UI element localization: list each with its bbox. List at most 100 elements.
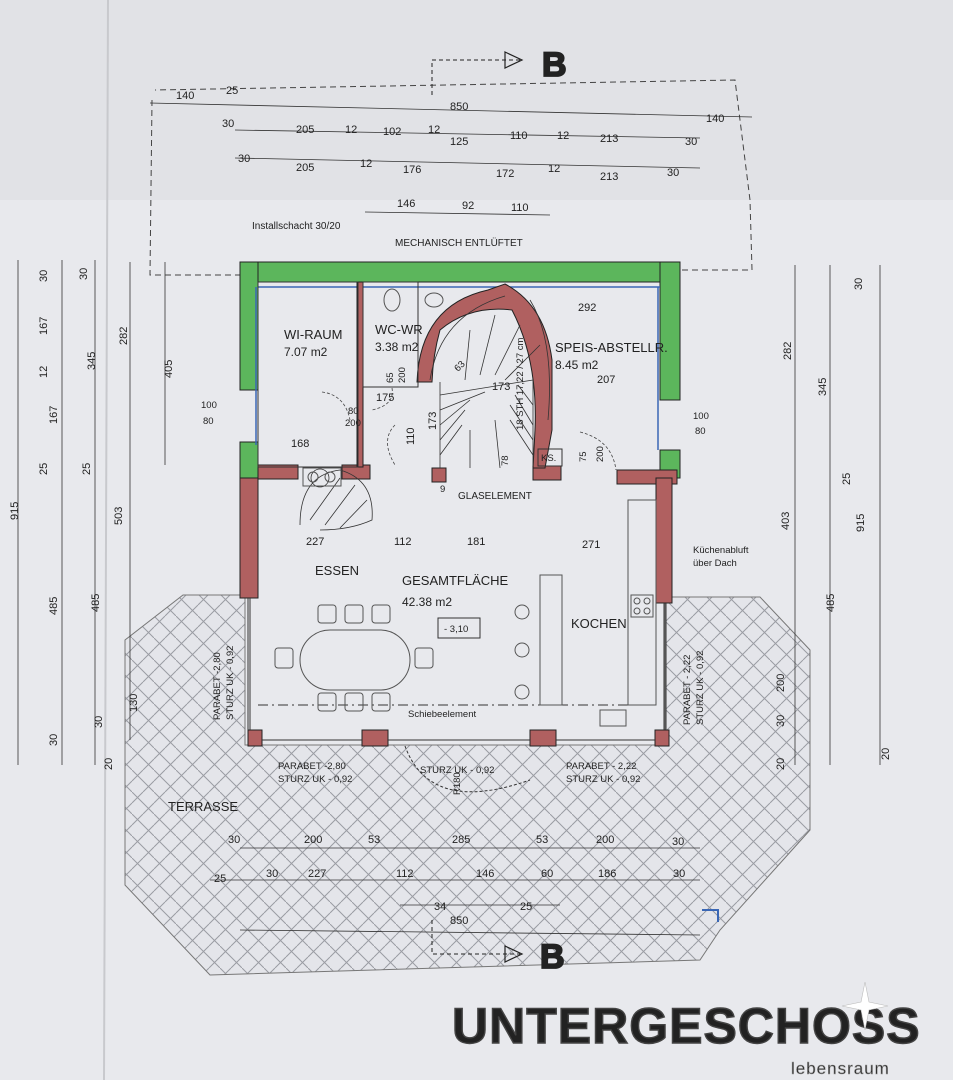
room-essen-name: ESSEN [315, 563, 359, 578]
dim-top-r2-3: 102 [383, 126, 401, 138]
label-parabet-bl: PARABET -2,80 [278, 761, 346, 772]
section-label-top: B [542, 46, 567, 84]
ks-box [537, 448, 563, 467]
label-level: - 3,10 [444, 624, 468, 635]
bottom-dimension-lines [210, 847, 701, 936]
label-kuechenabluft-1: Küchenabluft [693, 545, 749, 556]
dim-inner-173a: 173 [492, 381, 510, 393]
dim-right-r3-4: 20 [775, 758, 787, 770]
label-parabet-br: PARABET - 2,22 [566, 761, 636, 772]
room-wc-area: 3.38 m2 [375, 340, 419, 354]
dim-left-outer-0: 915 [9, 502, 21, 520]
section-marker-top: B [431, 45, 567, 95]
label-schiebeelement: Schiebeelement [408, 709, 476, 720]
dim-top-r2-9: 30 [685, 136, 697, 148]
brand-logo-text: lebensraum [791, 1059, 890, 1078]
dim-inner-200b: 200 [345, 418, 361, 429]
dim-top-r3-1: 205 [296, 162, 314, 174]
dim-bottom-r1-2: 53 [368, 834, 380, 846]
label-sturz-bl: STURZ UK - 0,92 [278, 774, 352, 785]
left-dimension-lines [17, 260, 166, 765]
dim-top-r2-6: 110 [510, 130, 528, 142]
dim-inner-207: 207 [597, 374, 615, 386]
dim-left-window-0: 100 [201, 400, 217, 411]
dim-inner-292: 292 [578, 302, 596, 314]
dim-left-window-1: 80 [203, 416, 214, 427]
dim-bottom-r1-6: 30 [672, 836, 684, 848]
label-parabet-left: PARABET -2,80 [212, 652, 223, 720]
dim-left-r2-7: 20 [103, 758, 115, 770]
dim-left-r5-0: 405 [163, 360, 175, 378]
dim-left-r4-1: 503 [113, 507, 125, 525]
dim-left-r2-3: 167 [48, 406, 60, 424]
corner-mark [702, 909, 719, 922]
dim-left-r3-0: 30 [78, 268, 90, 280]
dim-right-r2-1: 345 [817, 378, 829, 396]
dim-inner-65: 65 [385, 372, 396, 383]
dim-left-r3-4: 30 [93, 716, 105, 728]
dim-top-r3-6: 213 [600, 171, 618, 183]
brand-star-icon [841, 981, 889, 1031]
paper-fold [103, 0, 109, 1080]
dim-left-r3-2: 25 [81, 463, 93, 475]
dim-right-r3-3: 30 [775, 715, 787, 727]
right-dimension-lines [794, 265, 881, 765]
label-installschacht: Installschacht 30/20 [252, 221, 341, 232]
dim-left-r2-2: 12 [38, 366, 50, 378]
room-gesamt-name: GESAMTFLÄCHE [402, 573, 509, 588]
room-wi-raum-name: WI-RAUM [284, 327, 343, 342]
dim-bottom-r1-0: 30 [228, 834, 240, 846]
dim-left-r3-3: 485 [90, 594, 102, 612]
dim-right-r2-2: 25 [841, 473, 853, 485]
label-stair: 18 STH 17,22 / 27 cm [515, 338, 526, 430]
dim-inner-200c: 200 [595, 446, 606, 462]
dim-top-r2-5: 125 [450, 136, 468, 148]
dim-inner-112: 112 [394, 536, 412, 548]
dim-inner-75: 75 [578, 451, 589, 462]
dim-bottom-r2-4: 146 [476, 868, 494, 880]
dim-top-r4-2: 110 [511, 202, 529, 214]
dim-bottom-r2-1: 30 [266, 868, 278, 880]
label-mechanisch: MECHANISCH ENTLÜFTET [395, 237, 523, 249]
dim-bottom-r2-7: 30 [673, 868, 685, 880]
dim-top-r2-8: 213 [600, 133, 618, 145]
level-box [437, 617, 481, 639]
plan-title: UNTERGESCHOSS [452, 998, 921, 1054]
dim-inner-168: 168 [291, 438, 309, 450]
dim-top-r1-0: 140 [176, 90, 194, 102]
room-terrasse-name: TERRASSE [168, 799, 238, 814]
dim-top-r3-4: 172 [496, 168, 514, 180]
label-sturz-right: STURZ UK - 0,92 [695, 651, 706, 725]
dim-left-r2-5: 485 [48, 597, 60, 615]
dim-bottom-r1-1: 200 [304, 834, 322, 846]
room-speis-area: 8.45 m2 [555, 358, 599, 372]
room-wi-raum-area: 7.07 m2 [284, 345, 328, 359]
dim-top-r1-3: 140 [706, 113, 724, 125]
label-kuechenabluft-2: über Dach [693, 558, 737, 569]
dim-bottom-r2-3: 112 [396, 868, 414, 880]
upper-floor-outline [149, 79, 753, 276]
spiral-stair [429, 295, 550, 469]
dim-bottom-r3-0: 34 [434, 901, 446, 913]
dim-right-r3-0: 282 [782, 342, 794, 360]
dim-top-r2-4: 12 [428, 124, 440, 136]
paper-top-band [0, 0, 953, 200]
dim-left-r3-1: 345 [86, 352, 98, 370]
top-dimension-lines [149, 102, 753, 216]
dim-top-r2-0: 30 [222, 118, 234, 130]
dim-right-r2-3: 485 [825, 594, 837, 612]
dim-bottom-r2-2: 227 [308, 868, 326, 880]
wc-fixtures [302, 288, 444, 487]
dim-right-r3-1: 403 [780, 512, 792, 530]
label-sturz-left: STURZ UK - 0,92 [225, 646, 236, 720]
green-walls [239, 261, 681, 479]
dim-inner-227: 227 [306, 536, 324, 548]
dim-right-r2-4: 20 [880, 748, 892, 760]
section-label-bottom: B [540, 938, 565, 976]
entry-round-stair [299, 468, 373, 531]
dim-bottom-r3-1: 25 [520, 901, 532, 913]
dim-inner-200a: 200 [397, 367, 408, 383]
dim-top-r3-7: 30 [667, 167, 679, 179]
dim-inner-181: 181 [467, 536, 485, 548]
dining-table [274, 604, 434, 712]
